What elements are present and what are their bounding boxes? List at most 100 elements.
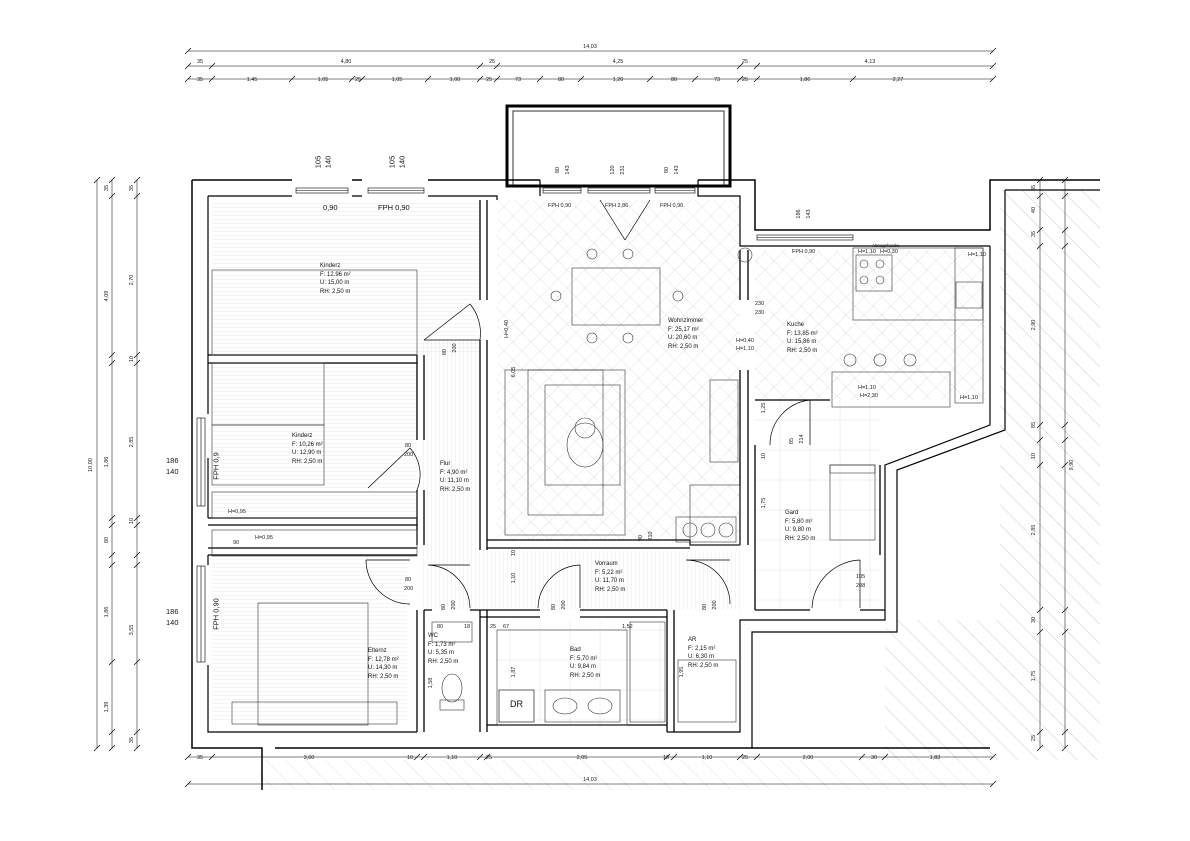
dim-right-detail: 35 [1031,184,1037,192]
door-label: 105 [856,574,866,580]
dim-top-detail: 73 [514,77,522,83]
dim-bottom-detail: 1,10 [701,755,713,761]
height-note: H=0,95 [228,509,246,515]
height-note: H=1,10 [858,249,876,255]
room-perimeter: U: 11,70 m [595,578,624,585]
room-area: F: 12,96 m² [320,271,351,278]
room-height: RH: 2,50 m [368,674,399,681]
window-label: FPH 0,90 [378,203,410,212]
dim-bottom-detail: 35 [196,755,204,761]
dr-label: DR [510,699,523,709]
door-label: 210 [648,531,654,541]
dim-note: 6,05 [511,366,517,378]
dim-top-detail: 25 [354,77,362,83]
dim-bottom-detail: 30 [870,755,878,761]
furniture [211,247,984,726]
room-name: Flur [440,461,451,467]
dim-left-detail: 2,70 [129,274,135,286]
room-height: RH: 2,50 m [292,459,323,466]
window-label: 140 [166,618,179,627]
window-label: 140 [323,155,333,169]
dim-right-detail: 1,75 [1031,670,1037,682]
dim-bottom-detail: 10 [662,755,670,761]
room-perimeter: U: 20,60 m [668,335,698,342]
window-label: FPH 0,9 [211,452,221,480]
room-area: F: 2,15 m² [688,645,716,652]
opening-label: 230 [755,310,765,316]
dim-note: 1,75 [761,497,767,509]
room-name: Kinderz [292,433,313,439]
dim-bottom-detail: 3,60 [303,755,315,761]
room-area: F: 25,17 m² [668,326,699,333]
dim-top-detail: 80 [670,77,678,83]
dim-left-mid: 35 [104,184,110,192]
height-note: H=0,30 [880,249,898,255]
room-area: F: 12,78 m² [368,656,399,663]
room-label-wc: WC F: 1,73 m² U: 5,35 m RH: 2,50 m [428,632,458,667]
dim-right-detail: 2,90 [1031,319,1037,331]
room-name: Kinderz [320,263,341,269]
dim-top-detail: 73 [713,77,721,83]
room-label-flur: Flur F: 4,90 m² U: 11,10 m RH: 2,50 m [440,460,470,495]
door-label: 200 [451,600,457,610]
room-area: F: 1,73 m² [428,641,456,648]
room-perimeter: U: 5,35 m [428,650,455,657]
height-note: H=0,95 [255,535,273,541]
room-height: RH: 2,50 m [440,487,471,494]
dim-bottom-detail: 2,00 [802,755,814,761]
room-label-kueche: Kuche F: 13,85 m² U: 15,86 m RH: 2,50 m [787,321,818,356]
height-note: H=2,30 [860,393,878,399]
dim-top-detail: 1,05 [317,77,329,83]
height-note: H=0,40 [504,320,510,338]
room-name: Bad [570,647,581,653]
door-label: 80 [442,348,448,356]
window-label: 140 [397,155,407,169]
room-perimeter: U: 15,00 m [320,280,350,287]
dim-note: 80 [437,624,444,630]
room-name: Gard [785,510,799,516]
dim-left-detail: 1,86 [104,456,110,468]
room-perimeter: U: 12,90 m [292,450,322,457]
dim-top-detail: 1,86 [799,77,811,83]
room-perimeter: U: 11,10 m [440,478,469,485]
room-area: F: 13,85 m² [787,330,818,337]
room-name: Wohnzimmer [668,318,704,324]
dim-top-mid: 4,80 [340,59,352,65]
dim-right-detail: 35 [1031,230,1037,238]
dim-note: 1,25 [761,402,767,414]
room-label-wohnzimmer: Wohnzimmer F: 25,17 m² U: 20,60 m RH: 2,… [668,317,703,352]
dim-top-detail: 1,20 [612,77,624,83]
dim-top-detail: 1,00 [449,77,461,83]
room-height: RH: 2,50 m [785,536,816,543]
window-label: 80 [664,166,670,174]
dim-left-total: 10,00 [88,458,94,472]
dim-note: 1,58 [428,677,434,689]
room-area: F: 5,80 m² [785,518,813,525]
appliance-note: Abzugshaube [872,243,900,248]
door-label: 80 [405,443,412,449]
dim-note: 10 [511,549,517,557]
height-note: H=1,10 [736,346,754,352]
door-label: 85 [789,437,795,445]
room-perimeter: U: 6,30 m [688,654,715,661]
room-name: AR [688,637,697,643]
dim-note: 1,10 [511,572,517,584]
exterior-hatch [260,190,1100,790]
door-label: 200 [712,600,718,610]
dim-top-mid: 4,25 [612,59,624,65]
dim-top-detail: 2,27 [892,77,904,83]
window-label: 105 [387,155,397,169]
dim-left-detail: 1,86 [104,606,110,618]
dim-left-detail: 2,85 [129,436,135,448]
height-note: H=1,10 [858,385,876,391]
dim-note: 1,95 [679,666,685,678]
dim-top-detail: 25 [485,77,493,83]
exterior-walls [191,179,1100,790]
dim-bottom-total: 14,03 [583,777,597,783]
dim-bottom-detail: 25 [485,755,493,761]
dim-note: 1,52 [622,624,633,630]
room-label-gard: Gard F: 5,80 m² U: 9,80 m RH: 2,50 m [785,509,815,544]
dim-top-detail: 1,05 [391,77,403,83]
windows [196,187,854,663]
top-dimension-lines [96,50,1066,785]
